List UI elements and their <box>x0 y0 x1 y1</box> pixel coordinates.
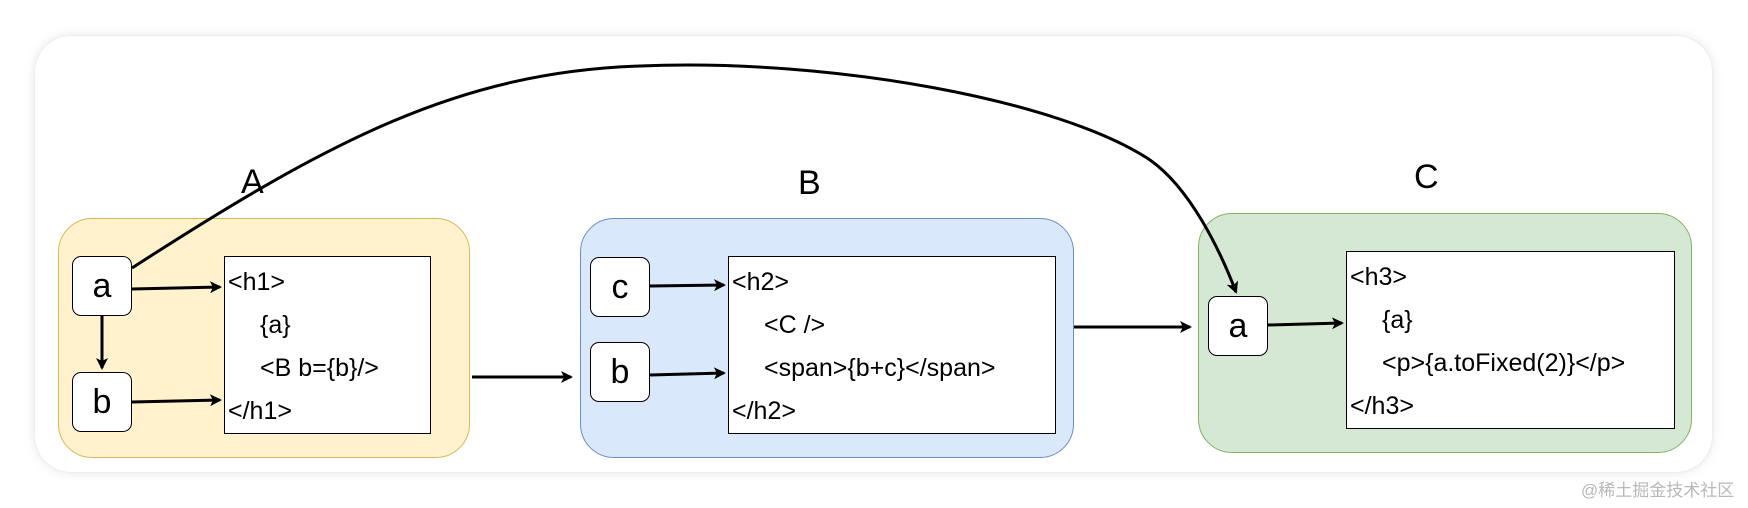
component-b-code-box: <h2> <C /> <span>{b+c}</span> </h2> <box>728 256 1056 434</box>
component-c-code-line: <p>{a.toFixed(2)}</p> <box>1382 349 1626 377</box>
component-b-title: B <box>798 164 821 202</box>
component-c-node-a: a <box>1208 296 1268 356</box>
component-b-node-b: b <box>590 342 650 402</box>
component-a-code-line: <B b={b}/> <box>260 354 379 382</box>
component-a-title: A <box>241 163 264 201</box>
component-b-code-line: <h2> <box>732 268 790 296</box>
component-c-code-line: {a} <box>1382 306 1413 334</box>
component-a-node-b: b <box>72 372 132 432</box>
component-b-node-c: c <box>590 257 650 317</box>
component-a-node-a: a <box>72 256 132 316</box>
component-c-code-box: <h3> {a} <p>{a.toFixed(2)}</p> </h3> <box>1346 251 1675 429</box>
component-a-code-line: <h1> <box>228 268 286 296</box>
component-c-code-line: </h3> <box>1350 392 1414 420</box>
component-c-title: C <box>1414 158 1439 196</box>
component-b-code-line: <C /> <box>764 311 826 339</box>
component-c-code-line: <h3> <box>1350 263 1408 291</box>
component-b-code-line: </h2> <box>732 397 796 425</box>
component-b-code-line: <span>{b+c}</span> <box>764 354 996 382</box>
component-a-code-line: {a} <box>260 311 291 339</box>
component-a-code-line: </h1> <box>228 397 292 425</box>
component-a-code-box: <h1> {a} <B b={b}/> </h1> <box>224 256 431 434</box>
watermark: @稀土掘金技术社区 <box>1581 481 1735 500</box>
